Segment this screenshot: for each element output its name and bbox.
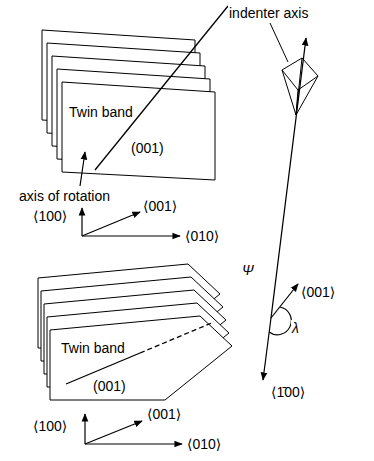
label: ⟨001⟩	[300, 284, 336, 300]
bottom-plate-stack	[38, 264, 232, 400]
label: ⟨010⟩	[184, 228, 220, 244]
label: Twin band	[60, 340, 126, 356]
label: λ	[291, 320, 300, 336]
label: ⟨001⟩	[146, 406, 182, 422]
top-plate-stack	[42, 30, 215, 180]
label: Ψ	[241, 262, 255, 278]
label: ⟨100⟩	[32, 208, 68, 224]
label: (001)	[130, 140, 165, 156]
label: ⟨1̄00⟩	[270, 384, 306, 400]
label: indenter axis	[228, 5, 309, 21]
label: ⟨010⟩	[186, 436, 222, 452]
label: ⟨001⟩	[142, 198, 178, 214]
indenter-axes	[263, 38, 306, 380]
label: axis of rotation	[18, 188, 111, 204]
label: Twin band	[68, 104, 134, 120]
rotation-arrow	[80, 152, 85, 186]
leader-line	[270, 23, 288, 62]
twin-trace-dashed	[140, 322, 214, 353]
label: ⟨100⟩	[32, 418, 68, 434]
label: (001)	[92, 378, 127, 394]
twin-trace	[95, 6, 228, 170]
